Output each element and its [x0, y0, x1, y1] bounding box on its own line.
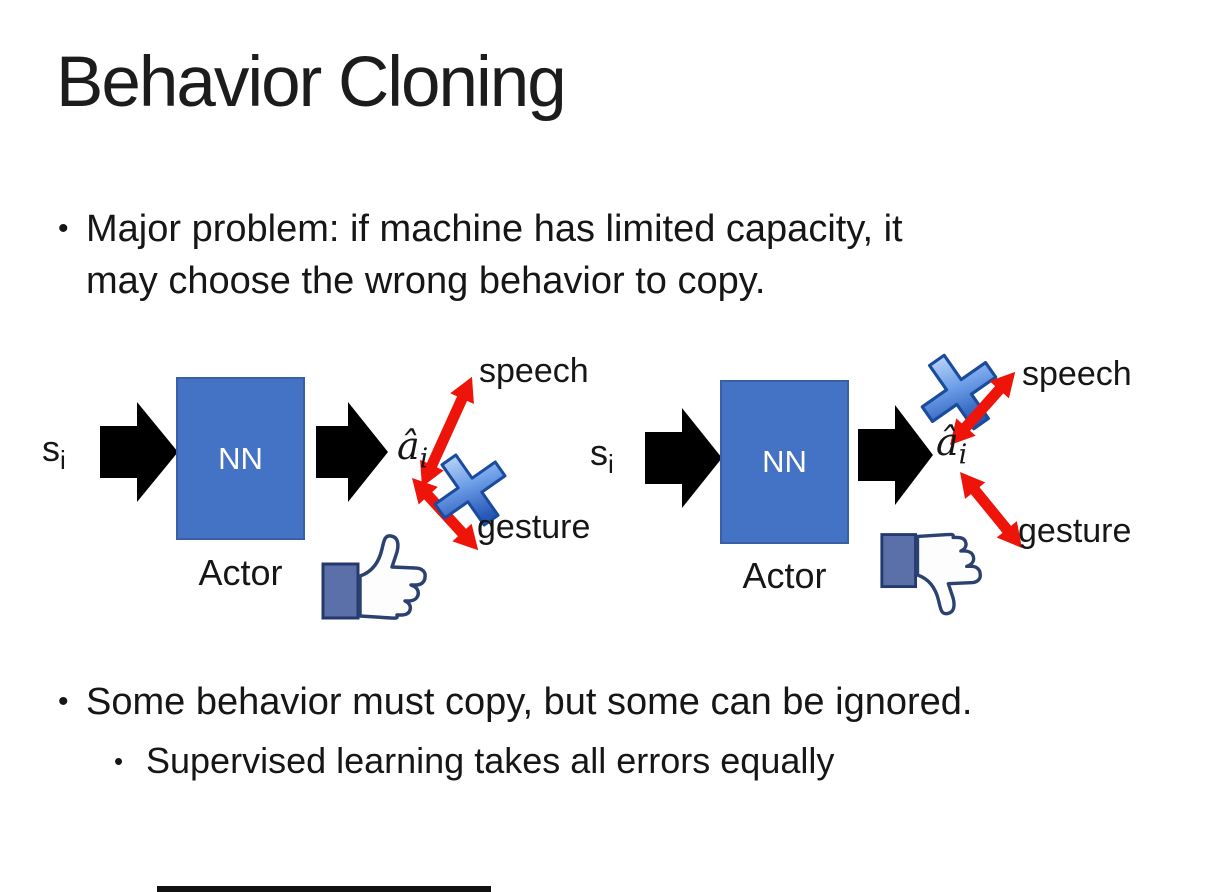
left-output-label: âi	[397, 424, 429, 475]
bullet-major-problem-text: Major problem: if machine has limited ca…	[86, 208, 903, 302]
thumbs-down-icon	[880, 532, 982, 616]
block-arrow-left-output	[316, 402, 388, 502]
bullet-major-problem: • Major problem: if machine has limited …	[58, 203, 1158, 307]
left-input-label: si	[42, 428, 66, 476]
bullet-marker: •	[114, 746, 124, 776]
bullet-supervised-learning-text: Supervised learning takes all errors equ…	[146, 740, 835, 781]
cross-icon-left-gesture	[433, 453, 507, 527]
right-speech-label: speech	[1022, 355, 1132, 393]
block-arrow-right-input	[645, 408, 722, 508]
bullet-marker: •	[58, 685, 69, 718]
thumbs-up-icon	[321, 534, 427, 620]
bullet-marker: •	[58, 212, 69, 245]
right-input-label: si	[590, 432, 614, 480]
bullet-some-behavior-text: Some behavior must copy, but some can be…	[86, 681, 973, 723]
left-gesture-label: gesture	[477, 508, 591, 546]
bullet-some-behavior: • Some behavior must copy, but some can …	[58, 676, 1198, 728]
left-actor-label: Actor	[198, 552, 283, 593]
right-actor-label: Actor	[742, 555, 827, 596]
cutoff-content-bar	[157, 886, 491, 892]
left-nn-box: NN	[176, 377, 305, 540]
bullet-supervised-learning: • Supervised learning takes all errors e…	[114, 737, 1164, 785]
red-arrow-right-speech	[950, 371, 1016, 445]
right-gesture-label: gesture	[1018, 512, 1132, 550]
page-title: Behavior Cloning	[56, 43, 567, 122]
left-speech-label: speech	[479, 352, 589, 390]
right-output-label: âi	[936, 420, 968, 471]
diagram-graphics-layer	[100, 353, 1022, 551]
red-arrow-left-speech	[420, 376, 474, 487]
block-arrow-left-input	[100, 402, 178, 502]
right-nn-box: NN	[720, 380, 849, 544]
block-arrow-right-output	[858, 405, 933, 505]
red-arrow-right-gesture	[960, 472, 1022, 548]
